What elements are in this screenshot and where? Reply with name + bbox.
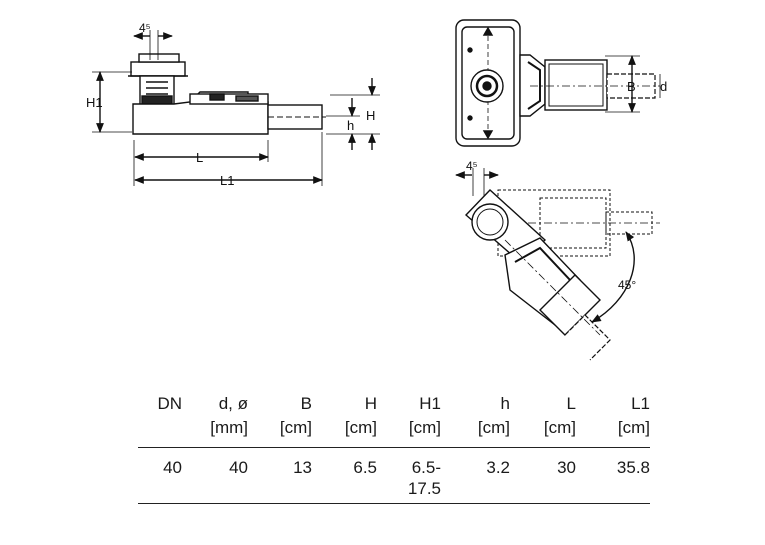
side-dim-h-label: H	[366, 108, 375, 123]
unit-dn	[138, 419, 182, 448]
unit-h1: [cm]	[377, 419, 441, 448]
rotated-view	[455, 168, 660, 361]
header-h1: H1	[419, 394, 441, 413]
cell-b: 13	[248, 447, 312, 504]
header-d: d, ø	[218, 394, 248, 413]
header-h: H	[364, 394, 377, 413]
cell-h1: 6.5- 17.5	[377, 447, 441, 504]
header-l1: L1	[631, 394, 650, 413]
side-dim-l-label: L	[196, 150, 203, 165]
side-dim-top-label: 4⁵	[139, 21, 151, 35]
spec-table: DN d, ø B H H1 h L L1 [mm] [cm] [cm] [cm…	[138, 393, 650, 504]
cell-l: 30	[510, 447, 576, 504]
top-view	[455, 19, 661, 147]
side-dim-h1-label: H1	[86, 95, 103, 110]
unit-b: [cm]	[248, 419, 312, 448]
spec-table-header-row: DN d, ø B H H1 h L L1	[138, 393, 650, 419]
cell-dn: 40	[138, 447, 182, 504]
top-dim-b-label: B	[627, 79, 636, 94]
top-dim-d-label: d	[660, 79, 667, 94]
cell-h: 6.5	[312, 447, 377, 504]
header-l: L	[566, 394, 576, 413]
rotated-angle-label: 45°	[618, 278, 636, 292]
unit-l1: [cm]	[576, 419, 650, 448]
cell-l1: 35.8	[576, 447, 650, 504]
unit-h-small: [cm]	[441, 419, 510, 448]
table-row: 40 40 13 6.5 6.5- 17.5 3.2 30 35.8	[138, 447, 650, 504]
cell-d: 40	[182, 447, 248, 504]
rotated-dim-top-label: 4⁵	[466, 159, 478, 173]
unit-h: [cm]	[312, 419, 377, 448]
header-h-small: h	[500, 394, 510, 413]
header-dn: DN	[157, 394, 182, 413]
side-view	[92, 30, 380, 186]
side-dim-h-small-label: h	[347, 118, 354, 133]
header-b: B	[300, 394, 312, 413]
cell-h-small: 3.2	[441, 447, 510, 504]
side-dim-l1-label: L1	[220, 173, 234, 188]
unit-l: [cm]	[510, 419, 576, 448]
spec-table-unit-row: [mm] [cm] [cm] [cm] [cm] [cm] [cm]	[138, 419, 650, 448]
unit-d: [mm]	[182, 419, 248, 448]
